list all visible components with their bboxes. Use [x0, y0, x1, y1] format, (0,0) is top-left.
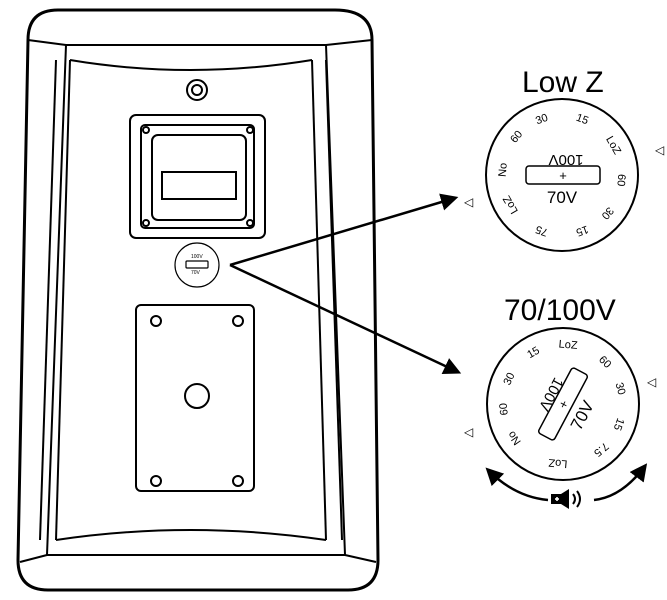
- svg-text:100V: 100V: [191, 254, 203, 260]
- dial-70-100-tap-2: 30: [613, 381, 628, 396]
- dial-low-z-tap-5: 75: [534, 223, 550, 238]
- dial-low-z-window-top: 100V: [548, 151, 583, 168]
- speaker-cabinet: [16, 8, 380, 592]
- dial-low-z-window-center: +: [559, 168, 567, 183]
- pointer-marker-left-2: ◁: [463, 425, 473, 439]
- rotate-right-arrow-icon: [593, 463, 648, 502]
- mounting-screw: [186, 79, 208, 101]
- low-z-title: Low Z: [522, 66, 604, 99]
- speaker-volume-icon: [551, 489, 581, 509]
- pointer-marker-right-2: ◁: [646, 375, 656, 389]
- dial-low-z-tap-6: 15: [574, 223, 590, 238]
- dial-low-z-window-bottom: 70V: [547, 188, 578, 207]
- small-tap-dial: 100V 70V: [174, 242, 220, 288]
- dial-70-100-window-bottom: 70V: [567, 397, 598, 433]
- dial-70-100-tap-6: No: [506, 429, 524, 447]
- dial-low-z-tap-8: 60: [614, 173, 627, 186]
- dial-70-100-tap-8: 30: [501, 371, 517, 387]
- dial-low-z-window: 100V + 70V: [525, 151, 601, 207]
- dial-low-z-tap-4: LoZ: [501, 193, 521, 216]
- svg-text:70V: 70V: [191, 270, 201, 276]
- dial-70-100-tap-9: 15: [525, 345, 542, 362]
- pointer-marker-right: ◁: [654, 143, 664, 157]
- dial-70-100-tap-4: 7.5: [591, 440, 610, 459]
- rotation-indicator: [485, 463, 648, 502]
- dial-70-100-tap-7: 60: [498, 402, 511, 415]
- dial-70-100-tap-0: LoZ: [558, 338, 578, 352]
- dial-low-z-tap-2: 60: [508, 128, 525, 145]
- dial-low-z-tap-9: LoZ: [603, 134, 623, 157]
- dial-70-100-window: 100V + 70V: [535, 367, 598, 441]
- rotate-left-arrow-icon: [485, 467, 549, 502]
- v70-100-title: 70/100V: [504, 294, 616, 327]
- pointer-marker-left: ◁: [463, 195, 473, 209]
- tweeter: [129, 114, 266, 239]
- dial-70-100-tap-3: 15: [611, 416, 626, 432]
- dial-70-100-tap-1: 60: [596, 354, 613, 371]
- leader-arrows: [229, 193, 462, 374]
- dial-70-100-window-center: +: [555, 397, 572, 411]
- dial-low-z-tap-3: No: [497, 162, 510, 177]
- dial-70-100-tap-5: LoZ: [548, 456, 568, 470]
- dial-low-z-tap-0: 15: [574, 112, 590, 127]
- dial-low-z-tap-7: 30: [599, 204, 616, 221]
- woofer-plate: [135, 304, 255, 492]
- dial-low-z-tap-1: 30: [534, 112, 550, 127]
